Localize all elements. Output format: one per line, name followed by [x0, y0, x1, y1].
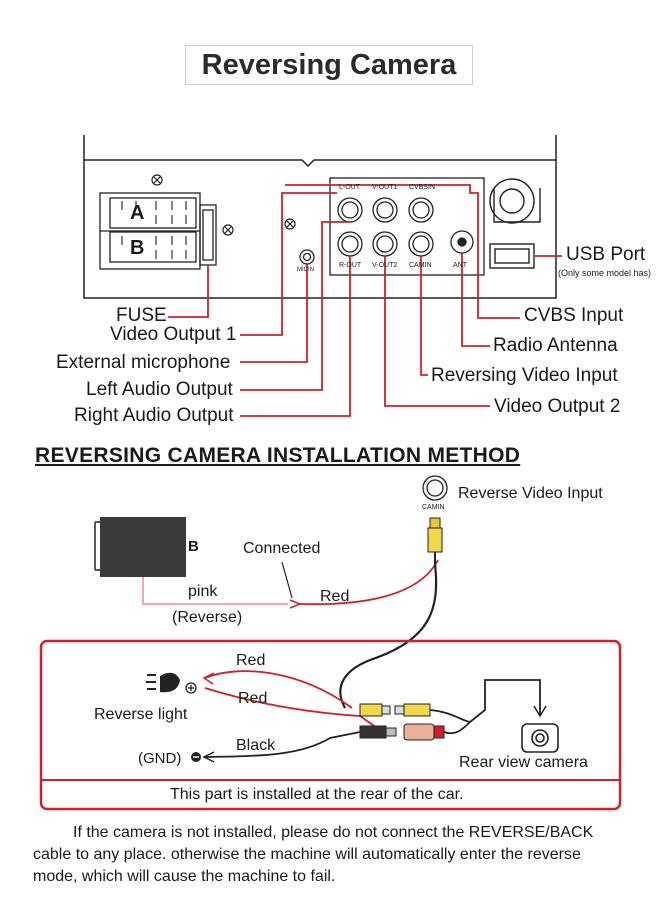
- label-black: Black: [236, 737, 276, 754]
- label-reverse-light: Reverse light: [94, 706, 188, 723]
- page-title: Reversing Camera: [185, 45, 473, 85]
- label-right-audio-output: Right Audio Output: [74, 405, 234, 426]
- label-usb-note: (Only some model has): [558, 268, 652, 278]
- red-wire-upper: [204, 670, 353, 709]
- note-line-3: mode, which will cause the machine to fa…: [33, 868, 336, 885]
- camera-power-cable: [443, 721, 471, 735]
- port-camin: CAMIN: [409, 262, 432, 269]
- label-video-output-1: Video Output 1: [110, 324, 237, 345]
- connector-b-label: B: [130, 237, 145, 259]
- arrow-head: [289, 599, 303, 609]
- label-video-output-2: Video Output 2: [494, 396, 621, 417]
- port-cvbsin: CVBSIN: [409, 184, 436, 191]
- iso-connector: [99, 192, 217, 270]
- note-line-1: If the camera is not installed, please d…: [73, 824, 594, 841]
- label-camin: CAMIN: [422, 504, 445, 511]
- callout-lines: [168, 184, 562, 417]
- label-usb-port: USB Port: [566, 244, 646, 265]
- red-wire-lower: [204, 687, 381, 731]
- rca-pair-connectors: [359, 703, 445, 741]
- rear-camera-icon: [521, 723, 559, 753]
- gnd-icon: [191, 752, 201, 762]
- label-reverse: (Reverse): [172, 609, 243, 626]
- label-radio-antenna: Radio Antenna: [493, 335, 618, 356]
- rca-port-block: [329, 177, 485, 276]
- note-line-2: cable to any place. otherwise the machin…: [33, 846, 581, 863]
- installation-heading: REVERSING CAMERA INSTALLATION METHOD: [35, 444, 521, 467]
- rear-install-box: [39, 639, 622, 811]
- head-unit-panel: [83, 135, 557, 299]
- label-red-top: Red: [320, 588, 350, 605]
- warning-note: If the camera is not installed, please d…: [33, 822, 633, 888]
- connected-pointer: [281, 561, 293, 599]
- arrow-red-upper: [202, 672, 215, 685]
- black-gnd-wire: [204, 731, 361, 758]
- port-micin: MICIN: [297, 267, 314, 273]
- label-reverse-video-input: Reverse Video Input: [458, 485, 603, 502]
- page-title-text: Reversing Camera: [201, 48, 457, 81]
- label-red-2: Red: [238, 690, 268, 707]
- camera-cable: [429, 679, 541, 723]
- reverse-light-icon: [146, 672, 197, 694]
- label-fuse: FUSE: [116, 305, 167, 326]
- pink-reverse-wire: [142, 577, 288, 605]
- video-cable: [339, 563, 438, 709]
- label-connected: Connected: [243, 540, 321, 557]
- arrow-black: [202, 751, 215, 763]
- port-v-out1: V-OUT1: [372, 184, 398, 191]
- port-ant: ANT: [453, 262, 467, 269]
- connector-b-block: [94, 517, 186, 577]
- port-l-out: L-OUT: [339, 184, 360, 191]
- connector-a-label: A: [130, 202, 145, 224]
- label-cvbs-input: CVBS Input: [524, 305, 624, 326]
- label-left-audio-output: Left Audio Output: [86, 379, 233, 400]
- label-rear-view-camera: Rear view camera: [459, 754, 588, 771]
- label-connector-b: B: [188, 538, 199, 555]
- label-gnd: (GND): [138, 750, 182, 767]
- label-red-1: Red: [236, 652, 266, 669]
- label-external-microphone: External microphone: [56, 352, 231, 373]
- label-rear-note: This part is installed at the rear of th…: [170, 786, 464, 803]
- camin-plug: [427, 517, 443, 564]
- camin-jack: [422, 475, 448, 501]
- label-reversing-video-input: Reversing Video Input: [431, 365, 618, 386]
- screw-icons: [151, 174, 296, 236]
- arrow-camera: [533, 705, 547, 718]
- red-reverse-wire: [299, 559, 439, 606]
- label-pink: pink: [188, 583, 218, 600]
- port-v-out2: V-OUT2: [372, 262, 398, 269]
- port-r-out: R-OUT: [339, 262, 362, 269]
- mic-jack: [299, 249, 315, 265]
- power-plug-and-usb: [489, 178, 541, 269]
